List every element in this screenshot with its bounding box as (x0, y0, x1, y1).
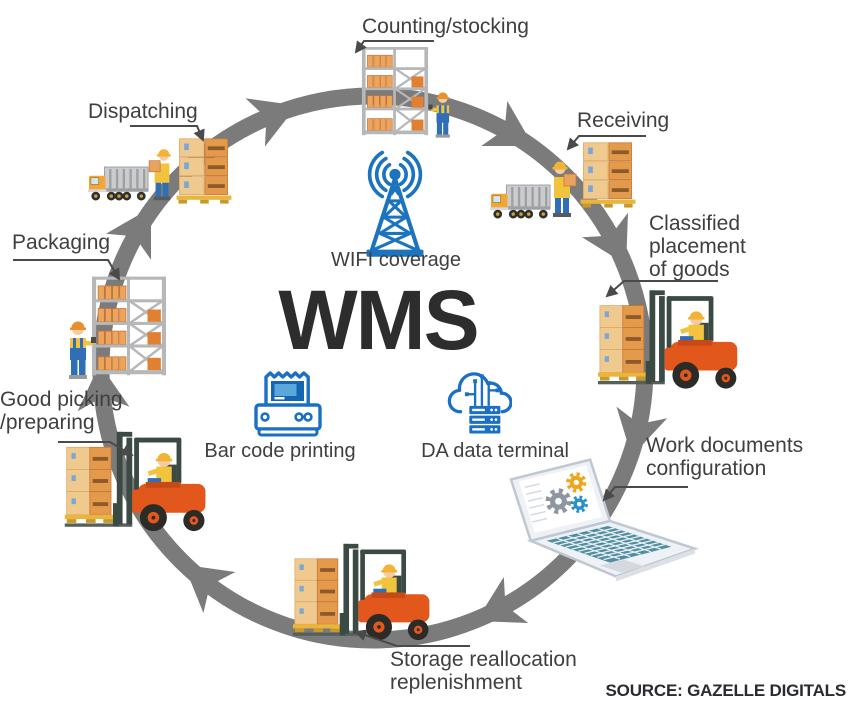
source-credit: SOURCE: GAZELLE DIGITALS (605, 681, 847, 700)
stage-label-receiving: Receiving (577, 109, 670, 132)
flow-arrow (77, 364, 130, 412)
flow-arrow (476, 577, 529, 623)
truck-icon (88, 164, 150, 203)
wms-title: WMS (278, 273, 479, 367)
forklift-icon (293, 540, 435, 643)
flow-arrow (616, 406, 668, 457)
flow-arrow (183, 564, 236, 613)
barcode-printing-label: Bar code printing (204, 440, 356, 462)
storage-rack-icon (92, 275, 166, 379)
warehouse-worker-icon (547, 158, 577, 220)
pallet-boxes-icon (175, 135, 233, 205)
wifi-coverage-label: WIFI coverage (330, 249, 462, 271)
warehouse-worker-icon (62, 316, 96, 382)
stage-label-packaging: Packaging (12, 231, 111, 254)
warehouse-worker-icon (427, 88, 457, 140)
pallet-boxes-icon (578, 139, 638, 209)
forklift-icon (58, 428, 218, 534)
stage-label-good-picking: Good picking/preparing (0, 388, 123, 434)
storage-rack-icon (361, 47, 429, 137)
truck-icon (490, 182, 552, 221)
stage-label-counting: Counting/stocking (362, 15, 529, 38)
cloud-server-icon (446, 366, 512, 438)
flow-arrow (105, 207, 152, 260)
warehouse-worker-icon (147, 146, 177, 203)
barcode-printer-icon (250, 366, 326, 438)
forklift-icon (598, 286, 743, 392)
flow-arrows (77, 98, 668, 623)
flow-arrow (582, 212, 628, 265)
flow-arrow (245, 98, 297, 147)
stage-label-dispatching: Dispatching (88, 100, 198, 123)
flow-arrow (481, 100, 534, 147)
da-data-terminal-label: DA data terminal (421, 440, 569, 462)
